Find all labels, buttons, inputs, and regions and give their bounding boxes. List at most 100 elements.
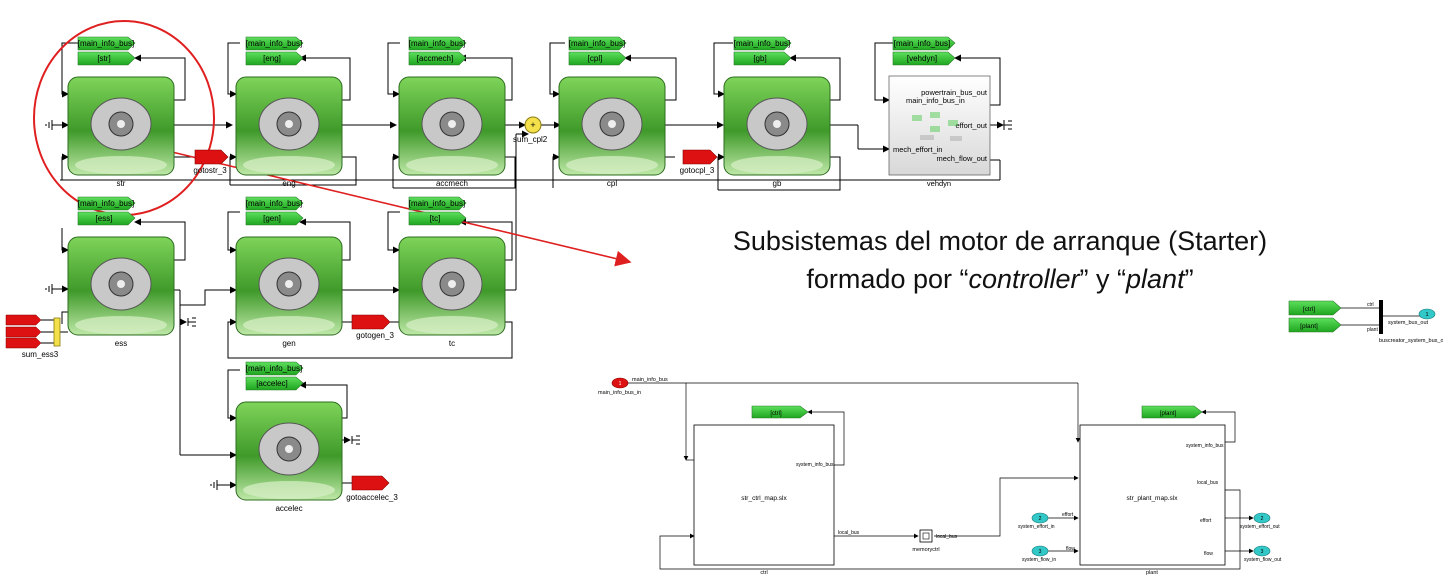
outport-effort-num: 2 [1261, 516, 1264, 522]
from-tag-plant[interactable] [1288, 317, 1342, 333]
from-tag-ess-label: [main_info_bus] [78, 199, 134, 208]
fan-icon [421, 97, 483, 151]
goto-tag-ctrl[interactable] [751, 405, 809, 419]
goto-red-accelec[interactable] [351, 475, 390, 491]
bus-creator-bar[interactable] [1379, 300, 1383, 334]
from-tag-gb[interactable] [733, 36, 792, 51]
block-accmech[interactable]: [main_info_bus][accmech]accmech [398, 36, 506, 188]
goto-tag-gb[interactable] [733, 51, 792, 66]
wires [41, 42, 1004, 489]
goto-tag-accmech[interactable] [408, 51, 467, 66]
ctrl-subsystem-block[interactable] [693, 424, 835, 566]
plant-port-effort-out: effort [1200, 518, 1212, 524]
bus-creator-group: [ctrl] [plant] ctrl plant 1 system_bus_o… [1288, 300, 1443, 344]
ctrl-model-ref: str_ctrl_map.slx [741, 495, 787, 502]
block-accelec[interactable]: [main_info_bus][accelec]accelec [235, 361, 343, 513]
inport-effort[interactable] [1031, 512, 1049, 524]
goto-tag-str[interactable] [77, 51, 136, 66]
from-tag-accelec-label: [main_info_bus] [246, 364, 302, 373]
from-tag-accelec[interactable] [245, 361, 304, 376]
main-info-bus-label: main_info_bus [632, 377, 668, 383]
vehdyn-label: vehdyn [927, 179, 951, 188]
block-shine [406, 156, 498, 174]
radio-icon [258, 422, 320, 476]
from-tag-ctrl[interactable] [1288, 300, 1342, 316]
memory-block[interactable] [919, 529, 933, 543]
from-tag-accmech[interactable] [408, 36, 467, 51]
outport-flow-label: system_flow_out [1244, 557, 1282, 563]
alternator-icon [90, 97, 152, 151]
block-gen[interactable]: [main_info_bus][gen]gen [235, 196, 343, 348]
terminator-icon [1003, 120, 1012, 130]
vehdyn-block[interactable] [888, 75, 991, 176]
battery-icon [90, 257, 152, 311]
plant-port-local-bus: local_bus [1197, 480, 1219, 486]
caption-text: formado por “ [806, 264, 969, 294]
block-ess[interactable]: [main_info_bus][ess]ess [67, 196, 175, 348]
accmech-label: accmech [436, 179, 468, 188]
outport-1[interactable] [1418, 308, 1436, 320]
goto-tag-ctrl-label: [ctrl] [770, 411, 782, 417]
plant-port-system-info-bus: system_info_bus [1186, 443, 1224, 449]
block-gb[interactable]: [main_info_bus][gb]gb [723, 36, 831, 188]
inport-main-info-bus[interactable] [611, 377, 629, 389]
caption-text: ” y “ [1079, 264, 1127, 294]
outport-effort[interactable] [1253, 512, 1271, 524]
from-tag-plant-label: [plant] [1300, 323, 1318, 330]
outport-flow-num: 3 [1261, 549, 1264, 555]
vehdyn-port-mech-flow-out: mech_flow_out [937, 154, 988, 163]
goto-red-accelec-label: gotoaccelec_3 [346, 493, 398, 502]
goto-tag-cpl[interactable] [568, 51, 627, 66]
plant-port-flow-out: flow [1204, 551, 1213, 557]
goto-tag-ess[interactable] [77, 211, 136, 226]
ctrl-label: ctrl [760, 570, 767, 575]
block-str[interactable]: [main_info_bus][str]str [67, 36, 175, 188]
block-eng[interactable]: [main_info_bus][eng]eng [235, 36, 343, 188]
goto-tag-tc[interactable] [408, 211, 467, 226]
block-shine [243, 316, 335, 334]
plant-port-flow-in: flow [1066, 546, 1075, 552]
from-tag-vehdyn-label: [main_info_bus] [894, 39, 950, 48]
from-tag-ctrl-label: [ctrl] [1303, 306, 1315, 313]
main-info-bus-in-label: main_info_bus_in [598, 390, 641, 396]
goto-tag-gen[interactable] [245, 211, 304, 226]
vehdyn-port-effort-out: effort_out [955, 121, 987, 130]
goto-red-gen[interactable] [351, 314, 391, 330]
block-cpl[interactable]: [main_info_bus][cpl]cpl [558, 36, 666, 188]
goto-tag-eng-label: [eng] [263, 54, 281, 63]
goto-tag-plant-label: [plant] [1160, 411, 1177, 417]
inport-flow[interactable] [1031, 545, 1049, 557]
block-shine [566, 156, 658, 174]
from-tag-gb-label: [main_info_bus] [734, 39, 790, 48]
goto-red-cpl[interactable] [682, 149, 718, 165]
inport-main-num: 1 [619, 381, 622, 387]
outport-1-label: system_bus_out [1388, 320, 1429, 326]
goto-tag-gen-label: [gen] [263, 214, 281, 223]
block-tc[interactable]: [main_info_bus][tc]tc [398, 196, 506, 348]
from-tag-ess[interactable] [77, 196, 136, 211]
goto-tag-eng[interactable] [245, 51, 304, 66]
goto-tag-vehdyn[interactable] [892, 51, 956, 66]
goto-tag-accelec[interactable] [245, 376, 304, 391]
goto-red-str[interactable] [194, 149, 229, 165]
plant-label: plant [1146, 570, 1158, 575]
torque-converter-icon [581, 97, 643, 151]
str-label: str [117, 179, 126, 188]
generator-icon [258, 257, 320, 311]
goto-tag-plant[interactable] [1141, 405, 1203, 419]
gearbox-icon [746, 97, 808, 151]
from-tag-eng[interactable] [245, 36, 304, 51]
from-tag-str[interactable] [77, 36, 136, 51]
block-shine [406, 316, 498, 334]
plant-subsystem-block[interactable] [1079, 424, 1226, 566]
goto-red-str-label: gotostr_3 [193, 166, 227, 175]
cpl-label: cpl [607, 179, 617, 188]
ess-label: ess [115, 339, 127, 348]
from-tag-gen[interactable] [245, 196, 304, 211]
vehdyn-port-mech-effort-in: mech_effort_in [893, 145, 942, 154]
from-tag-tc[interactable] [408, 196, 467, 211]
from-tag-cpl[interactable] [568, 36, 627, 51]
outport-flow[interactable] [1253, 545, 1271, 557]
from-tag-vehdyn[interactable] [892, 36, 956, 51]
